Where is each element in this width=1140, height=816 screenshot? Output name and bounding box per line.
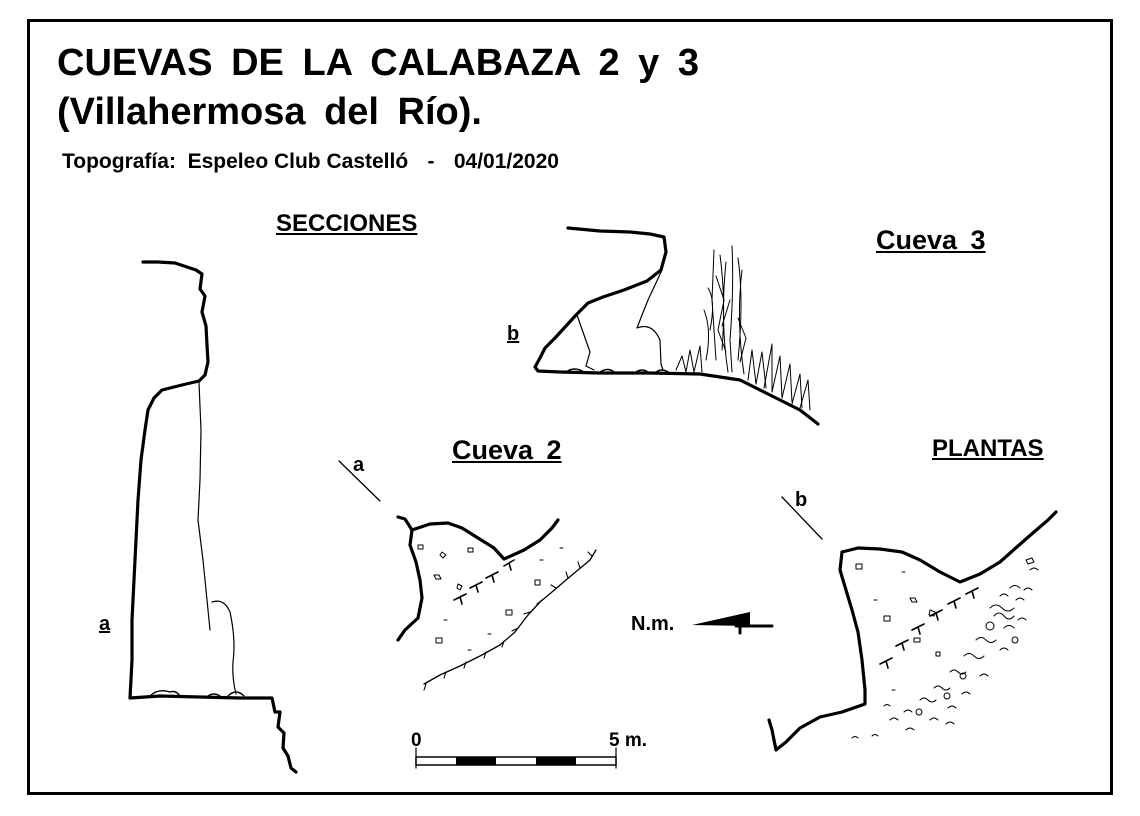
survey-credit: Topografía: Espeleo Club Castelló - 04/0… [62,151,559,172]
plan-cave3 [767,496,1058,752]
north-label: N.m. [631,613,675,635]
plan-a-cut-label: a [353,454,365,476]
scale-end-label: 5 m. [609,730,648,751]
sections-heading: SECCIONES [276,210,418,237]
section-b-profile [533,226,820,426]
cave2-heading: Cueva 2 [452,435,562,465]
plan-b-cut-label: b [795,489,808,511]
credit-author: Espeleo Club Castelló [187,150,409,173]
scale-bar [415,747,617,769]
plans-heading: PLANTAS [932,435,1044,462]
cave3-heading: Cueva 3 [876,225,986,255]
map-frame [27,19,1113,795]
vegetation-icon [675,245,811,411]
section-a-label: a [99,613,111,635]
credit-separator: - [427,150,435,173]
credit-date: 04/01/2020 [453,150,559,173]
section-a-profile [128,260,298,774]
map-subtitle: (Villahermosa del Río). [57,91,482,133]
scale-start-label: 0 [411,730,422,751]
map-title: CUEVAS DE LA CALABAZA 2 y 3 [57,42,699,84]
section-b-label: b [507,323,520,345]
north-arrow-icon [692,612,774,635]
plan-cave2 [338,460,597,691]
credit-label: Topografía: [62,150,176,173]
